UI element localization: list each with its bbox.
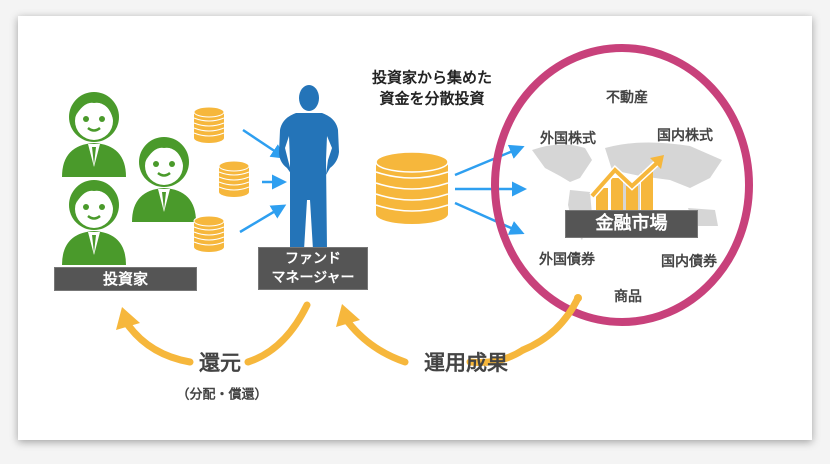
coin-stack-icon bbox=[193, 215, 225, 253]
asset-foreign-bonds: 外国債券 bbox=[539, 252, 595, 268]
investor-icon bbox=[60, 178, 128, 267]
inflow-arrows bbox=[239, 128, 287, 234]
arrow-icon bbox=[242, 128, 287, 159]
results-arrow-tail bbox=[466, 346, 527, 366]
fund-manager-icon bbox=[279, 85, 339, 250]
coin-stack-icon bbox=[193, 106, 225, 144]
feedback-arrows bbox=[124, 301, 527, 366]
manager-label-line-1: ファンド bbox=[285, 251, 341, 267]
arrow-icon bbox=[239, 204, 287, 234]
return-arrow-head-line bbox=[124, 321, 194, 366]
market-circle bbox=[491, 44, 753, 326]
title-line-2: 資金を分散投資 bbox=[379, 89, 485, 108]
results-arrow bbox=[344, 318, 409, 366]
investor-icon bbox=[60, 90, 128, 179]
return-sublabel: （分配・償還） bbox=[176, 387, 268, 403]
manager-label: ファンド マネージャー bbox=[258, 247, 368, 290]
results-arrow-curve bbox=[519, 294, 582, 354]
pooled-funds-icon bbox=[375, 151, 449, 225]
results-label: 運用成果 bbox=[424, 351, 508, 375]
asset-commodities: 商品 bbox=[614, 289, 642, 305]
investor-icons bbox=[60, 90, 198, 267]
asset-domestic-bonds: 国内債券 bbox=[661, 254, 717, 270]
coin-stack-icon bbox=[218, 160, 250, 198]
arrowhead-icon bbox=[116, 307, 140, 330]
investors-label: 投資家 bbox=[54, 267, 197, 291]
asset-real-estate: 不動産 bbox=[606, 90, 648, 106]
investor-icon bbox=[130, 135, 198, 224]
chart-up-icon bbox=[589, 155, 664, 210]
asset-domestic-stocks: 国内株式 bbox=[657, 128, 713, 144]
manager-label-line-2: マネージャー bbox=[271, 270, 355, 286]
arrow-icon bbox=[454, 144, 525, 177]
arrowhead-icon bbox=[336, 304, 360, 327]
asset-foreign-stocks: 外国株式 bbox=[540, 131, 596, 147]
financial-market-label: 金融市場 bbox=[565, 210, 698, 238]
return-arrow bbox=[244, 301, 311, 366]
arrow-icon bbox=[454, 201, 525, 235]
return-label: 還元 bbox=[199, 351, 241, 375]
investment-arrows bbox=[454, 144, 527, 235]
title-line-1: 投資家から集めた bbox=[371, 68, 493, 87]
